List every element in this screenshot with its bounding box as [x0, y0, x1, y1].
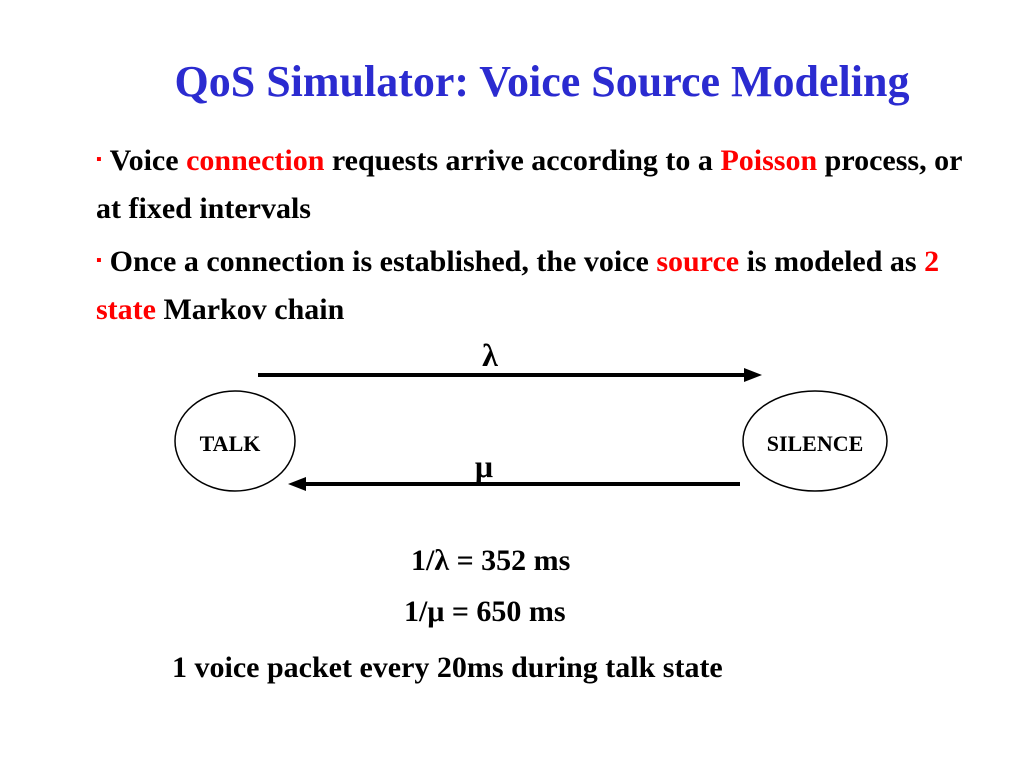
- highlight-2-state: 2 state: [96, 245, 940, 326]
- bullet-list: ▪ Voice connection requests arrive accord…: [96, 136, 976, 338]
- highlight-poisson: Poisson: [720, 144, 818, 177]
- highlight-connection: connection: [186, 144, 325, 177]
- state-silence-label: SILENCE: [767, 431, 864, 456]
- bullet-square-icon: ▪: [96, 151, 102, 168]
- bullet-text: Voice: [109, 144, 187, 177]
- formula-lambda: 1/λ = 352 ms: [411, 544, 571, 577]
- highlight-source: source: [656, 245, 740, 278]
- bullet-text: requests arrive according to a: [324, 144, 721, 177]
- bullet-item: ▪ Voice connection requests arrive accord…: [96, 136, 976, 233]
- slide-title: QoS Simulator: Voice Source Modeling: [174, 57, 910, 106]
- bullet-text: process, or at fixed intervals: [96, 144, 962, 225]
- formula-mu: 1/μ = 650 ms: [404, 595, 566, 628]
- state-silence-node: [742, 390, 888, 492]
- bullet-text: is modeled as: [739, 245, 925, 278]
- arrowhead-left-icon: [288, 477, 306, 491]
- bullet-square-icon: ▪: [96, 252, 102, 269]
- state-talk-node: [174, 390, 296, 492]
- transition-rate-mu: μ: [475, 448, 493, 484]
- transition-rate-lambda: λ: [482, 337, 498, 373]
- arrowhead-right-icon: [744, 368, 762, 382]
- bullet-text: Markov chain: [155, 293, 345, 326]
- bullet-item: ▪ Once a connection is established, the v…: [96, 237, 976, 334]
- state-talk-label: TALK: [200, 431, 261, 456]
- packet-rate-note: 1 voice packet every 20ms during talk st…: [172, 651, 723, 684]
- bullet-text: Once a connection is established, the vo…: [109, 245, 657, 278]
